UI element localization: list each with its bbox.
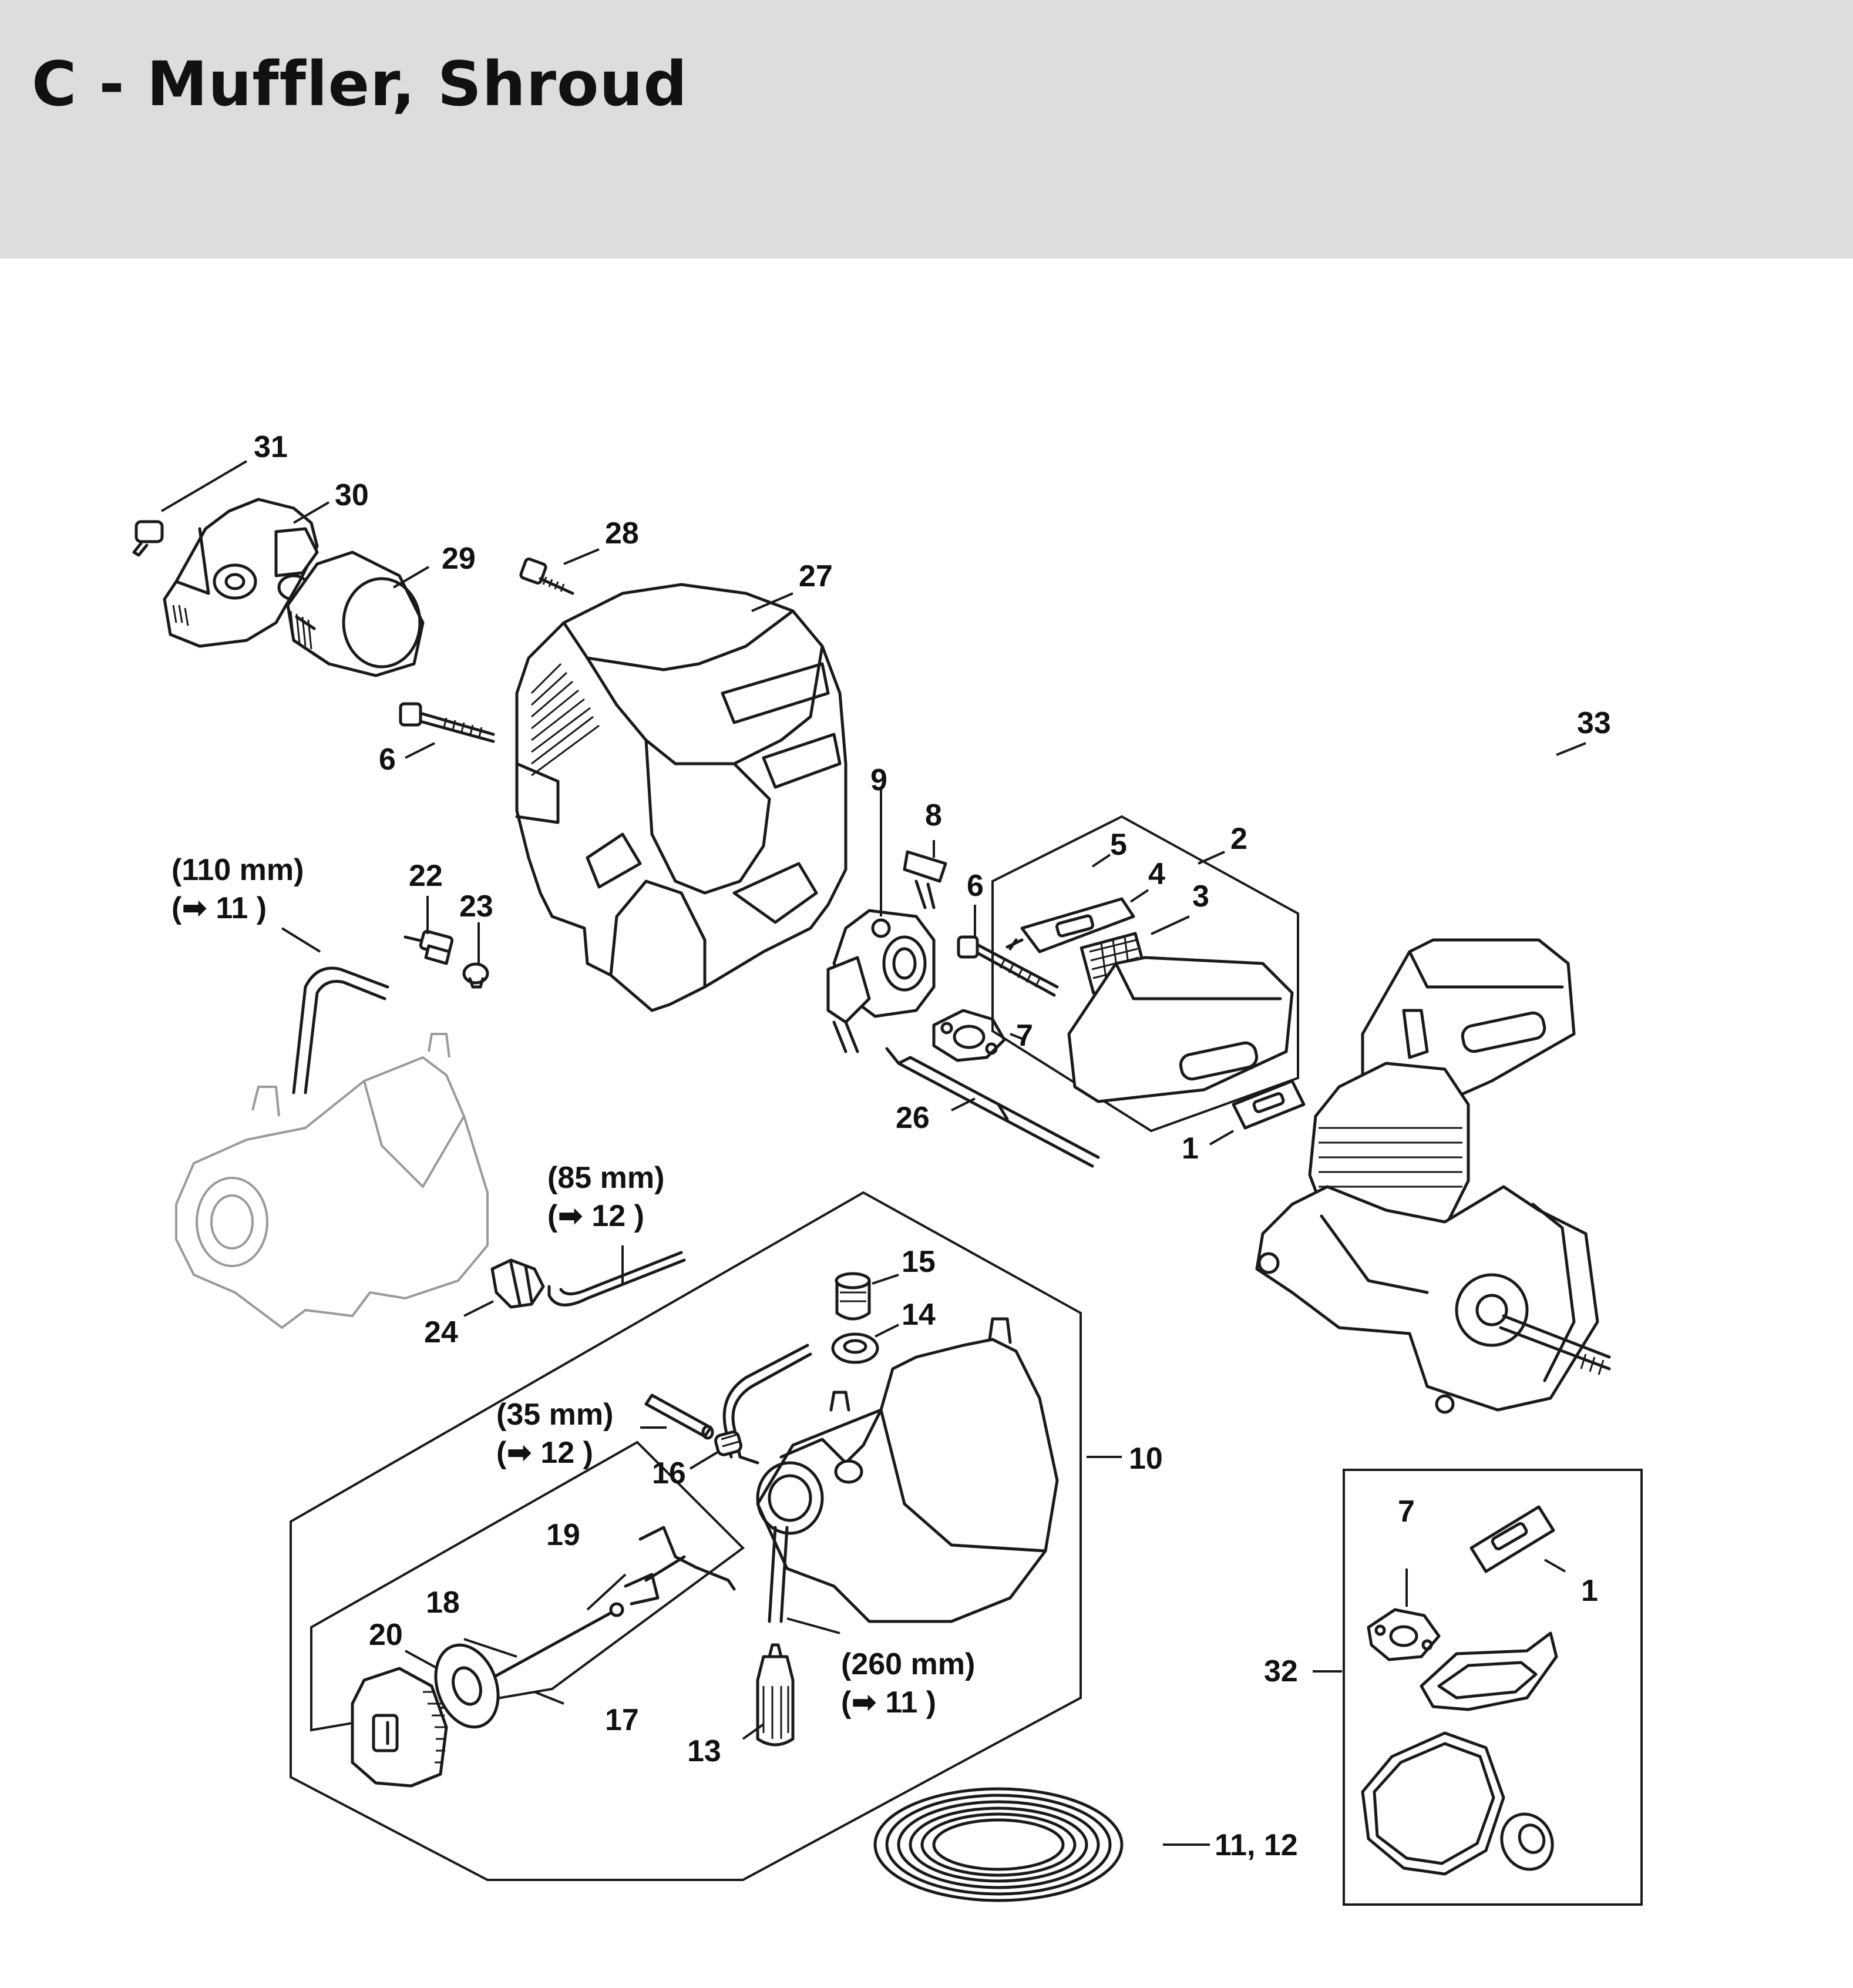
callout-32: 32: [1264, 1654, 1298, 1688]
note-110mm-ref: (➡ 11 ): [171, 891, 267, 925]
return-hose-part: [722, 1344, 812, 1465]
note-85mm-ref: (➡ 12 ): [547, 1199, 644, 1233]
callout-14: 14: [902, 1298, 936, 1332]
tank-vent-part: [835, 1272, 871, 1321]
fuel-hose-85-part: [547, 1251, 686, 1307]
callout-19: 19: [546, 1518, 580, 1552]
muffler-kit-frame: [991, 815, 1299, 1133]
callout-23: 23: [459, 889, 493, 924]
callout-8: 8: [925, 798, 942, 832]
grommet-part-14: [831, 1332, 879, 1364]
callout-33: 33: [1577, 706, 1611, 740]
callout-18: 18: [426, 1586, 460, 1620]
callout-9: 9: [870, 763, 887, 797]
note-110mm-length: (110 mm): [171, 853, 304, 887]
crankcase-outline-reference: [175, 1033, 489, 1329]
cap-seal-part: [434, 1643, 500, 1729]
callout-7-set: 7: [1398, 1495, 1415, 1529]
fuel-tank-kit-frame: [290, 1191, 1082, 1881]
fuel-line-coil-part: [873, 1787, 1124, 1902]
gasket-set-frame: [1343, 1469, 1643, 1906]
callout-26: 26: [896, 1101, 930, 1135]
callout-17: 17: [605, 1703, 639, 1737]
oil-seal-part: [1500, 1812, 1554, 1871]
muffler-cover-part: [1361, 938, 1576, 1106]
callout-2: 2: [1230, 822, 1247, 856]
note-35mm-length: (35 mm): [496, 1398, 613, 1432]
fuel-hose-110-part: [292, 966, 389, 1094]
muffler-plate-part: [1005, 897, 1135, 953]
callout-4: 4: [1148, 857, 1165, 891]
callout-11-12: 11, 12: [1215, 1828, 1298, 1862]
callout-28: 28: [605, 516, 639, 550]
callout-10: 10: [1129, 1442, 1163, 1476]
callout-labels: 31 30 29 28 27 6 9 8 6 5 4 3 2 7 26 1 33…: [254, 430, 1611, 1862]
grommet-part-23: [462, 962, 489, 989]
muffler-gasket-part: [1232, 1079, 1306, 1130]
fuel-hose-260-part: [768, 1526, 789, 1623]
tank-cap-kit-frame: [310, 1440, 745, 1732]
page-header: C - Muffler, Shroud: [0, 0, 1853, 258]
fitting-part: [903, 850, 947, 909]
callout-22: 22: [409, 859, 443, 893]
purge-valve-part: [403, 929, 454, 965]
air-filter-part: [286, 550, 425, 677]
fuel-tank-part: [756, 1317, 1059, 1623]
cover-screw-part: [132, 520, 164, 557]
exploded-parts-diagram: 31 30 29 28 27 6 9 8 6 5 4 3 2 7 26 1 33…: [0, 258, 1853, 1988]
muffler-part: [1067, 956, 1294, 1103]
carburetor-part: [826, 909, 936, 1053]
fitting-part-16: [714, 1430, 742, 1456]
callout-13: 13: [687, 1734, 721, 1768]
note-35mm-ref: (➡ 12 ): [496, 1436, 593, 1470]
callout-5: 5: [1110, 828, 1127, 862]
page-title: C - Muffler, Shroud: [32, 48, 688, 120]
long-screw-part-left: [399, 702, 495, 743]
crankcase-gasket-part: [1361, 1731, 1505, 1876]
callout-20: 20: [369, 1618, 403, 1652]
callout-15: 15: [902, 1245, 936, 1279]
flange-gasket-part-set: [1367, 1608, 1441, 1661]
callout-6-right: 6: [967, 869, 984, 903]
callout-1-set: 1: [1581, 1574, 1598, 1608]
engine-part: [1255, 1009, 1611, 1414]
cylinder-gasket-part: [1420, 1631, 1558, 1711]
leader-lines: [160, 460, 1586, 1846]
long-screw-part-right: [957, 935, 1059, 997]
note-260mm-ref: (➡ 11 ): [841, 1685, 936, 1720]
callout-27: 27: [799, 559, 833, 593]
note-260mm-length: (260 mm): [841, 1647, 975, 1681]
fuel-filter-part: [756, 1643, 795, 1747]
shroud-screw-part: [519, 558, 574, 595]
fuel-hose-35-part: [644, 1393, 714, 1440]
callout-1: 1: [1182, 1131, 1199, 1166]
note-85mm-length: (85 mm): [547, 1161, 664, 1195]
shroud-part: [515, 583, 848, 1012]
callout-7-center: 7: [1016, 1019, 1033, 1053]
muffler-gasket-part-set: [1469, 1505, 1555, 1573]
retainer-part: [624, 1526, 736, 1606]
flange-gasket-part-center: [932, 1009, 1006, 1062]
elbow-fitting-part: [490, 1258, 545, 1309]
callout-16: 16: [652, 1456, 686, 1490]
rod-part: [885, 1047, 1100, 1168]
tank-cap-part: [351, 1667, 448, 1788]
callout-24: 24: [424, 1315, 458, 1349]
cord-part: [479, 1602, 624, 1689]
callout-29: 29: [442, 542, 476, 576]
callout-3: 3: [1192, 879, 1209, 914]
callout-31: 31: [254, 430, 288, 464]
callout-30: 30: [335, 478, 369, 512]
callout-6-left: 6: [379, 743, 396, 777]
hose-length-notes: (110 mm) (➡ 11 ) (85 mm) (➡ 12 ) (35 mm)…: [171, 853, 975, 1720]
